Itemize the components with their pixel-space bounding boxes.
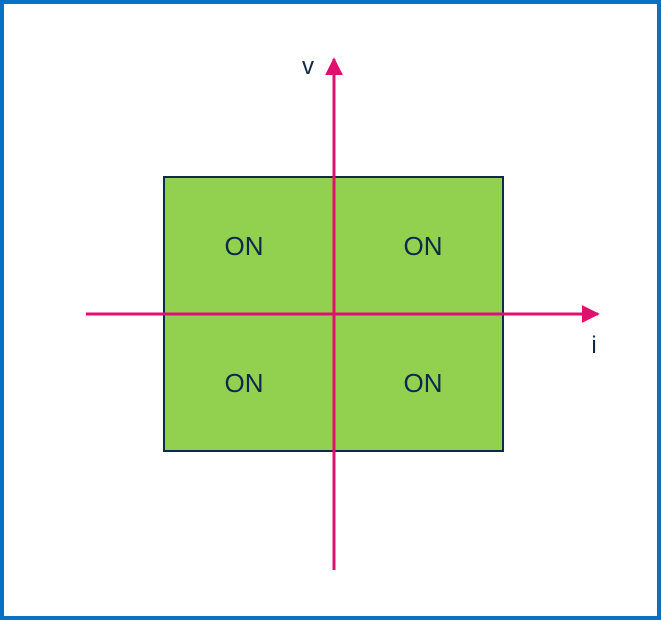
quadrant-diagram: v i ON ON ON ON: [86, 53, 600, 570]
quadrant-top-right-label: ON: [404, 231, 443, 261]
vertical-axis-label: v: [302, 53, 314, 80]
quadrant-top-left-label: ON: [225, 231, 264, 261]
quadrant-bottom-right-label: ON: [404, 368, 443, 398]
horizontal-axis-label: i: [591, 332, 596, 359]
quadrant-bottom-left-label: ON: [225, 368, 264, 398]
